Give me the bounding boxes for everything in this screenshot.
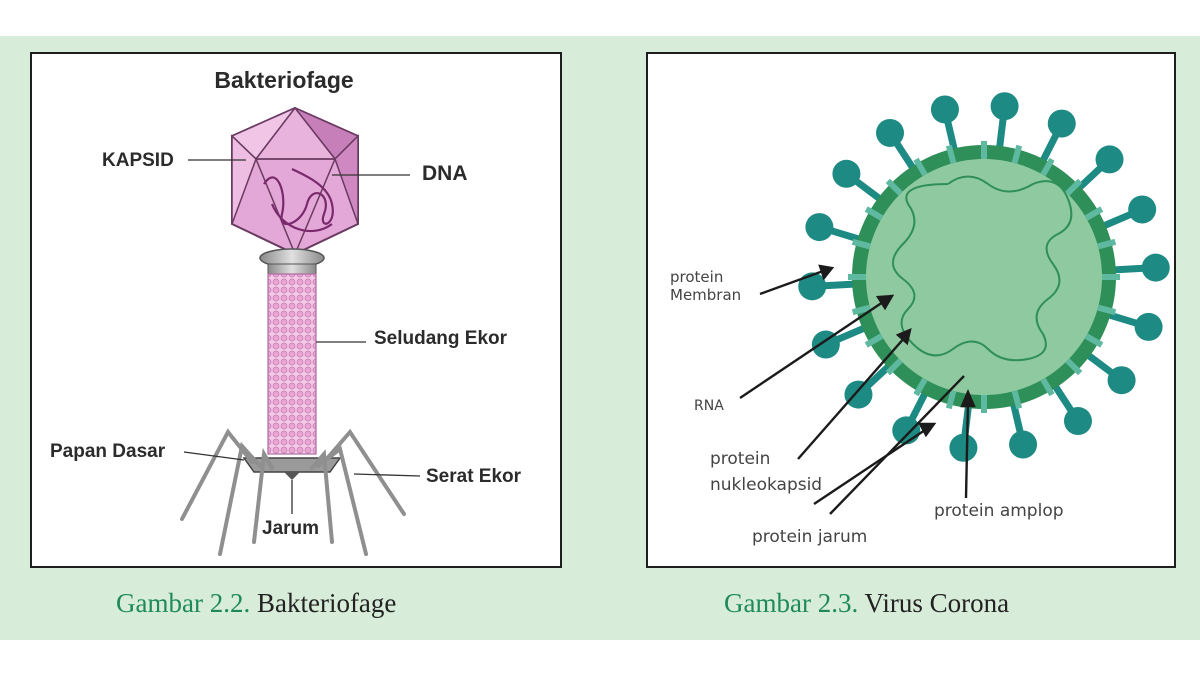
spike-protein	[1051, 382, 1092, 436]
label-protein-membran-1: protein	[670, 268, 723, 286]
membrane-protein	[885, 358, 903, 376]
label-protein-nukleokapsid-2: nukleokapsid	[710, 475, 822, 495]
spike-protein	[990, 92, 1019, 151]
label-papan-dasar: Papan Dasar	[50, 441, 166, 462]
membrane-protein	[1011, 390, 1023, 410]
membrane-protein	[851, 304, 871, 316]
membrane-protein	[913, 157, 928, 177]
membrane-protein	[945, 144, 957, 164]
label-dna: DNA	[422, 162, 468, 185]
spike-protein	[1009, 400, 1038, 459]
spike-protein	[1084, 351, 1136, 395]
label-protein-amplop: protein amplop	[934, 501, 1064, 521]
label-seludang-ekor: Seludang Ekor	[374, 328, 508, 349]
membrane-protein	[1097, 304, 1117, 316]
membrane-protein	[864, 333, 884, 348]
corona-virus-diagram: protein Membran RNA protein nukleokapsid…	[670, 92, 1170, 547]
spike-protein	[876, 118, 917, 172]
membrane-protein	[1011, 144, 1023, 164]
spike-protein	[811, 324, 868, 359]
membrane-protein	[1065, 178, 1083, 196]
membrane-proteins	[848, 141, 1120, 413]
spike-protein	[1105, 310, 1163, 341]
membrane-protein	[864, 206, 884, 221]
bacteriophage-diagram: Bakteriofage	[50, 67, 522, 556]
tail-sheath-shape	[267, 273, 317, 455]
membrane-protein	[851, 238, 871, 250]
label-rna: RNA	[694, 398, 724, 414]
spike-protein	[1100, 195, 1157, 230]
tail-fibers	[180, 428, 406, 556]
membrane-protein	[1040, 377, 1055, 397]
corona-virus-figure: protein Membran RNA protein nukleokapsid…	[646, 52, 1176, 568]
spike-protein	[832, 159, 884, 203]
caption-number: Gambar 2.3.	[724, 588, 859, 618]
spike-protein	[892, 389, 930, 445]
needle-shape	[284, 472, 300, 480]
membrane-protein	[885, 178, 903, 196]
spike-protein	[798, 272, 857, 301]
label-kapsid: KAPSID	[102, 150, 174, 171]
spike-protein	[844, 361, 893, 409]
caption-corona: Gambar 2.3. Virus Corona	[724, 588, 1009, 619]
neck-shape	[267, 263, 317, 275]
label-protein-membran-2: Membran	[670, 286, 741, 304]
spike-protein	[805, 213, 863, 244]
membrane-protein	[913, 377, 928, 397]
membrane-protein	[1097, 238, 1117, 250]
label-arrows	[739, 264, 976, 515]
membrane-protein	[1084, 206, 1104, 221]
spike-protein	[1075, 145, 1124, 193]
label-serat-ekor: Serat Ekor	[426, 466, 522, 487]
membrane-protein	[1065, 358, 1083, 376]
label-protein-nukleokapsid-1: protein	[710, 449, 770, 469]
caption-number: Gambar 2.2.	[116, 588, 251, 618]
dna-strand	[263, 168, 334, 233]
spike-protein	[930, 95, 959, 154]
caption-bacteriophage: Gambar 2.2. Bakteriofage	[116, 588, 396, 619]
caption-text: Virus Corona	[858, 588, 1010, 618]
membrane-protein	[1084, 333, 1104, 348]
spike-protein	[949, 403, 978, 462]
spike-protein	[1038, 109, 1076, 165]
label-protein-jarum: protein jarum	[752, 527, 867, 547]
label-jarum: Jarum	[262, 518, 319, 539]
bacteriophage-title: Bakteriofage	[214, 67, 353, 93]
rna-strand	[892, 175, 1073, 362]
membrane-protein	[1040, 157, 1055, 177]
caption-text: Bakteriofage	[250, 588, 397, 618]
spike-proteins	[798, 92, 1170, 462]
bacteriophage-figure: Bakteriofage	[30, 52, 562, 568]
spike-protein	[1111, 253, 1170, 282]
capsid-shape	[230, 106, 360, 256]
membrane-protein	[945, 390, 957, 410]
